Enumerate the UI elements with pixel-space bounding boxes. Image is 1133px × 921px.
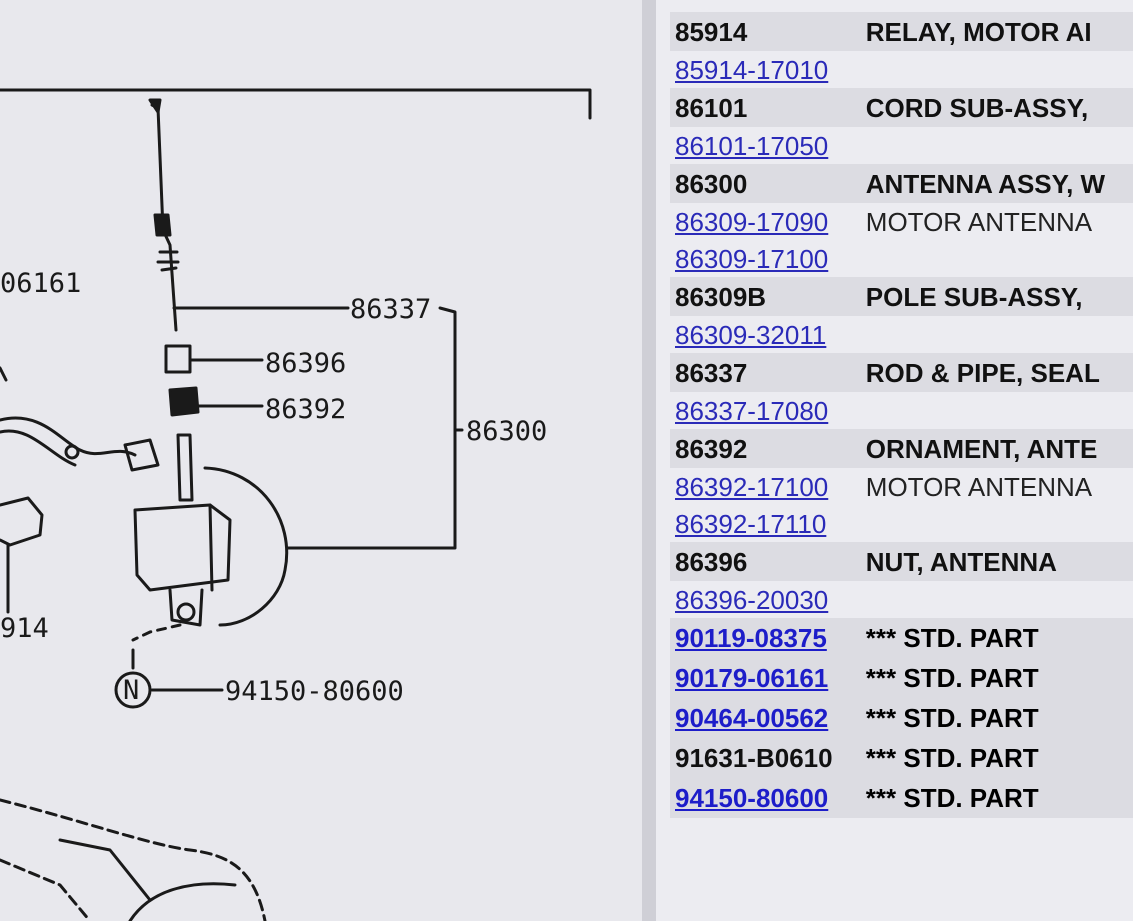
label-86392: 86392 <box>265 394 346 425</box>
std-part-row: 90464-00562 *** STD. PART <box>670 698 1133 738</box>
std-part-number-cell: 94150-80600 <box>670 778 866 818</box>
group-description: POLE SUB-ASSY, <box>865 277 1133 316</box>
part-row: 86309-17100 <box>670 240 1133 277</box>
group-code: 86337 <box>670 353 866 392</box>
std-part-number-cell: 91631-B0610 <box>670 738 866 778</box>
part-number-cell: 86309-17090 <box>670 203 866 240</box>
part-row: 85914-17010 <box>670 51 1133 88</box>
part-number-cell: 85914-17010 <box>670 51 866 88</box>
group-code: 86396 <box>670 542 866 581</box>
group-code: 86101 <box>670 88 866 127</box>
parts-diagram: 06161 86337 86396 86392 86300 914 N 9415… <box>0 88 592 921</box>
part-number-cell: 86396-20030 <box>670 581 866 618</box>
part-note <box>865 51 1133 88</box>
label-06161: 06161 <box>0 268 81 299</box>
std-part-row: 91631-B0610 *** STD. PART <box>670 738 1133 778</box>
part-number-link[interactable]: 86101-17050 <box>675 130 829 161</box>
diagram-top-bracket <box>0 88 592 120</box>
part-number-link[interactable]: 86309-17090 <box>675 206 829 237</box>
std-part-number-cell: 90119-08375 <box>670 618 866 658</box>
label-86396: 86396 <box>265 348 346 379</box>
panel-divider <box>642 0 656 921</box>
part-note <box>865 240 1133 277</box>
part-number-cell: 86392-17100 <box>670 468 866 505</box>
label-94150-80600: 94150-80600 <box>225 676 404 707</box>
std-part-description: *** STD. PART <box>865 698 1133 738</box>
part-number-link[interactable]: 86396-20030 <box>675 584 829 615</box>
std-part-number-link[interactable]: 90179-06161 <box>675 663 829 693</box>
label-86337: 86337 <box>350 294 431 325</box>
group-description: CORD SUB-ASSY, <box>865 88 1133 127</box>
part-number-link[interactable]: 86392-17100 <box>675 471 829 502</box>
part-number-link[interactable]: 86337-17080 <box>675 395 829 426</box>
antenna-exploded-view: 06161 86337 86396 86392 86300 914 N 9415… <box>0 88 592 921</box>
group-code: 86392 <box>670 429 866 468</box>
part-number-cell: 86309-17100 <box>670 240 866 277</box>
std-part-number-link[interactable]: 90464-00562 <box>675 703 829 733</box>
part-note: MOTOR ANTENNA <box>865 468 1133 505</box>
group-description: NUT, ANTENNA <box>865 542 1133 581</box>
std-part-number-link[interactable]: 94150-80600 <box>675 783 829 813</box>
label-86300: 86300 <box>466 416 547 447</box>
std-part-number: 91631-B0610 <box>675 743 833 773</box>
group-description: RELAY, MOTOR AI <box>865 12 1133 51</box>
part-number-cell: 86337-17080 <box>670 392 866 429</box>
part-number-link[interactable]: 86392-17110 <box>675 508 827 539</box>
part-note <box>865 316 1133 353</box>
std-part-number-link[interactable]: 90119-08375 <box>675 623 827 653</box>
part-number-cell: 86101-17050 <box>670 127 866 164</box>
part-note <box>865 581 1133 618</box>
std-part-row: 90119-08375 *** STD. PART <box>670 618 1133 658</box>
antenna-motor <box>133 503 232 592</box>
label-n-mark: N <box>123 675 139 706</box>
std-part-description: *** STD. PART <box>865 738 1133 778</box>
label-85914-partial: 914 <box>0 613 49 644</box>
std-part-description: *** STD. PART <box>865 658 1133 698</box>
std-part-row: 94150-80600 *** STD. PART <box>670 778 1133 818</box>
group-description: ANTENNA ASSY, W <box>865 164 1133 203</box>
part-row: 86392-17110 <box>670 505 1133 542</box>
part-note <box>865 127 1133 164</box>
part-row: 86101-17050 <box>670 127 1133 164</box>
std-part-description: *** STD. PART <box>865 618 1133 658</box>
group-description: ORNAMENT, ANTE <box>865 429 1133 468</box>
part-number-cell: 86309-32011 <box>670 316 866 353</box>
part-note: MOTOR ANTENNA <box>865 203 1133 240</box>
std-part-number-cell: 90179-06161 <box>670 658 866 698</box>
std-part-row: 90179-06161 *** STD. PART <box>670 658 1133 698</box>
part-row: 86396-20030 <box>670 581 1133 618</box>
part-number-link[interactable]: 86309-17100 <box>675 243 829 274</box>
antenna-cable <box>203 466 289 627</box>
group-code: 86309B <box>670 277 866 316</box>
part-row: 86309-32011 <box>670 316 1133 353</box>
part-row: 86392-17100 MOTOR ANTENNA <box>670 468 1133 505</box>
part-row: 86337-17080 <box>670 392 1133 429</box>
std-part-description: *** STD. PART <box>865 778 1133 818</box>
std-part-number-cell: 90464-00562 <box>670 698 866 738</box>
part-row: 86309-17090 MOTOR ANTENNA <box>670 203 1133 240</box>
group-code: 86300 <box>670 164 866 203</box>
part-number-link[interactable]: 86309-32011 <box>675 319 827 350</box>
part-note <box>865 392 1133 429</box>
part-note <box>865 505 1133 542</box>
part-number-link[interactable]: 85914-17010 <box>675 54 829 85</box>
group-description: ROD & PIPE, SEAL <box>865 353 1133 392</box>
part-number-cell: 86392-17110 <box>670 505 866 542</box>
group-code: 85914 <box>670 12 866 51</box>
